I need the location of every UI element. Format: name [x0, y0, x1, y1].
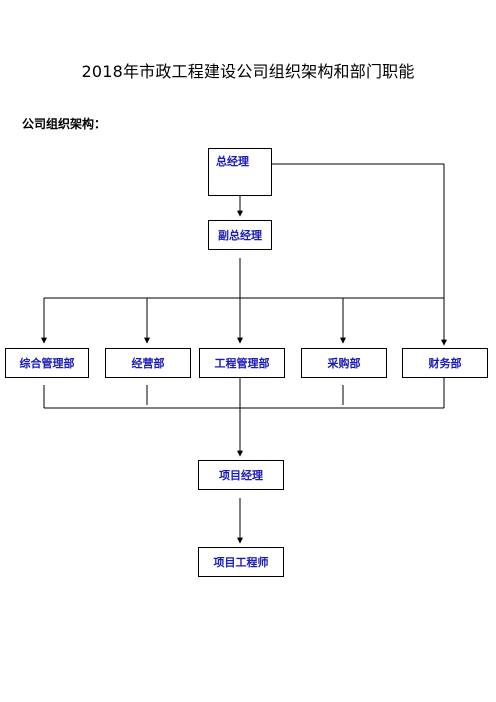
- node-label: 总经理: [216, 155, 249, 168]
- node-dept-engineering: 工程管理部: [199, 348, 285, 378]
- node-label: 项目工程师: [213, 556, 269, 569]
- node-general-manager: 总经理: [208, 148, 272, 196]
- node-label: 副总经理: [218, 229, 262, 242]
- node-label: 工程管理部: [214, 357, 270, 370]
- node-dept-operations: 经营部: [105, 348, 191, 378]
- node-project-manager: 项目经理: [198, 460, 284, 490]
- page-title: 2018年市政工程建设公司组织架构和部门职能: [81, 62, 415, 81]
- node-label: 财务部: [428, 357, 462, 370]
- node-dept-procurement: 采购部: [301, 348, 387, 378]
- node-label: 采购部: [327, 357, 361, 370]
- node-dept-general-management: 综合管理部: [5, 348, 89, 378]
- node-label: 经营部: [131, 357, 165, 370]
- section-heading: 公司组织架构：: [22, 117, 107, 131]
- node-label: 综合管理部: [19, 357, 75, 370]
- node-label: 项目经理: [219, 469, 263, 482]
- node-vice-general-manager: 副总经理: [208, 220, 272, 250]
- node-dept-finance: 财务部: [402, 348, 488, 378]
- node-project-engineer: 项目工程师: [198, 547, 284, 577]
